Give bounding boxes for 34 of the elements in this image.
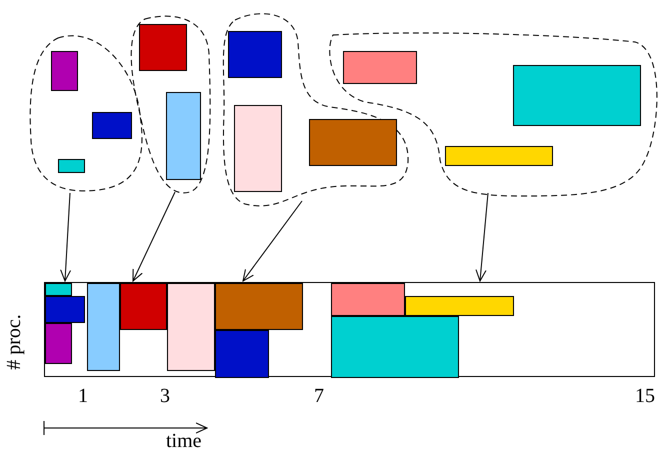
scheduled-task-block [331,283,405,316]
scheduled-task-block [331,316,459,378]
task-block [513,65,641,126]
task-block [234,105,282,192]
tick-label: 7 [314,386,324,406]
scheduled-task-block [45,296,85,323]
scheduled-task-block [45,283,72,296]
task-block [445,146,553,166]
arrow [242,200,302,282]
scheduled-task-block [215,330,269,378]
scheduled-task-block [215,283,303,330]
task-block [139,24,187,71]
scheduled-task-block [87,283,120,371]
scheduled-task-block [45,323,72,364]
task-block [343,51,417,84]
task-block [228,31,282,78]
scheduled-task-block [167,283,215,371]
schedule-chart-frame [44,282,655,377]
axis-label: # proc. [4,313,24,372]
axis-label: time [166,431,202,451]
tick-label: 15 [635,386,655,406]
task-block [92,112,132,139]
task-block [51,51,78,91]
tick-label: 1 [78,386,88,406]
task-group-outline [220,12,410,207]
task-block [166,92,201,180]
scheduled-task-block [120,283,167,330]
task-block [58,159,85,173]
tick-label: 3 [160,386,170,406]
arrow [476,192,488,282]
scheduled-task-block [405,296,514,316]
task-block [309,119,397,166]
arrow [132,192,176,282]
arrow [60,192,72,282]
